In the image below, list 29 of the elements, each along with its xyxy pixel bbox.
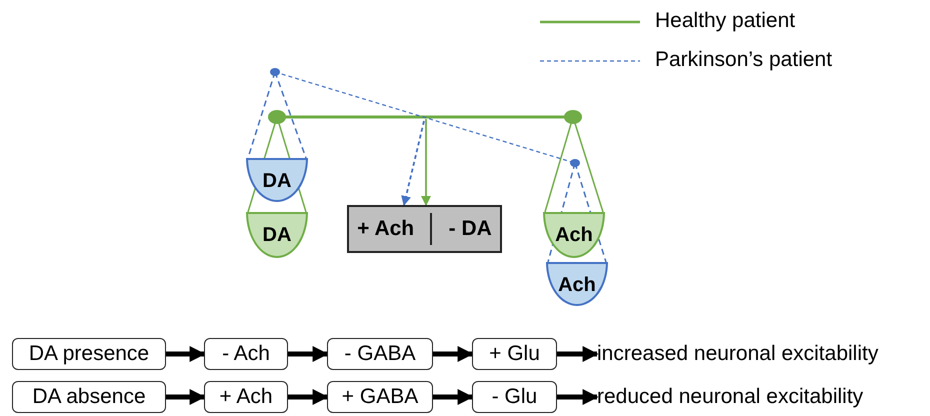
process-box: - Ach: [204, 338, 288, 370]
arrow: [166, 389, 206, 405]
process-box: - GABA: [327, 338, 433, 370]
process-box: DA presence: [12, 338, 166, 370]
process-box: + GABA: [327, 381, 433, 413]
arrow: [401, 120, 425, 206]
process-box: DA absence: [12, 381, 166, 413]
legend-text: Healthy patient: [655, 9, 796, 33]
result-box: [347, 205, 502, 253]
arrow: [433, 389, 474, 405]
process-box: + Glu: [472, 338, 557, 370]
arrow: [166, 346, 206, 362]
term-label: + Ach: [357, 217, 414, 241]
scale-pan: DA: [246, 212, 308, 258]
arrow: [288, 346, 329, 362]
scale-pan: Ach: [546, 262, 608, 306]
outcome-text: reduced neuronal excitability: [597, 381, 927, 413]
term-label: - DA: [448, 217, 492, 241]
arrow: [557, 389, 599, 405]
arrow: [421, 119, 431, 206]
scale-pan: Ach: [543, 212, 605, 258]
process-box: - Glu: [472, 381, 557, 413]
arrow: [557, 346, 599, 362]
legend-text: Parkinson’s patient: [655, 48, 832, 72]
process-box: + Ach: [204, 381, 288, 413]
arrow: [433, 346, 474, 362]
scale-pan: DA: [246, 158, 308, 202]
outcome-text: increased neuronal excitability: [597, 338, 927, 370]
arrow: [288, 389, 329, 405]
